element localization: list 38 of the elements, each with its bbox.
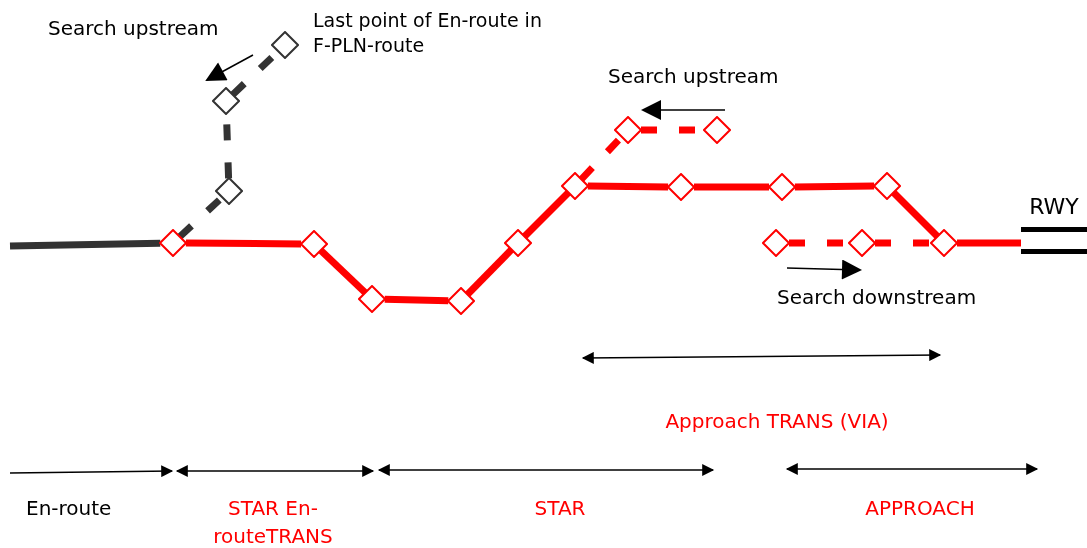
waypoint-diamond	[667, 173, 695, 201]
route-line	[891, 190, 940, 239]
segment-label: En-route	[26, 495, 112, 522]
route-line	[875, 239, 931, 247]
waypoint-diamond	[300, 230, 328, 258]
route-line	[185, 239, 302, 248]
waypoint-diamond	[358, 285, 386, 313]
segment-label: STAR	[534, 495, 586, 522]
waypoint-diamond	[159, 229, 187, 257]
search-direction-label: Search upstream	[608, 63, 779, 90]
segment-label: Approach TRANS (VIA)	[665, 408, 889, 435]
search-direction-label: Search downstream	[777, 284, 977, 311]
waypoint-note: Last point of En-route in F-PLN-route	[313, 8, 543, 58]
waypoint-diamond	[504, 229, 532, 257]
route-line	[9, 239, 161, 250]
route-line	[384, 295, 449, 305]
runway: RWY	[1021, 193, 1087, 263]
search-direction-label: Search upstream	[48, 15, 219, 42]
route-line	[694, 183, 769, 191]
waypoint-diamond	[447, 287, 475, 315]
waypoint-diamond	[768, 173, 796, 201]
segment-label: APPROACH	[865, 495, 975, 522]
waypoint-diamond	[271, 31, 299, 59]
route-line	[587, 182, 669, 191]
waypoint-diamond	[212, 87, 240, 115]
waypoint-diamond	[561, 172, 589, 200]
waypoint-diamond	[614, 116, 642, 144]
segment-label: STAR En-routeTRANS	[212, 495, 334, 548]
waypoint-diamond	[215, 177, 243, 205]
route-line	[794, 182, 875, 191]
waypoint-diamond	[762, 229, 790, 257]
route-line	[318, 247, 368, 296]
waypoint-diamond	[930, 229, 958, 257]
waypoint-diamond	[703, 116, 731, 144]
waypoint-diamond	[873, 172, 901, 200]
waypoint-diamond	[848, 229, 876, 257]
route-line	[464, 247, 515, 297]
route-line	[522, 190, 571, 239]
